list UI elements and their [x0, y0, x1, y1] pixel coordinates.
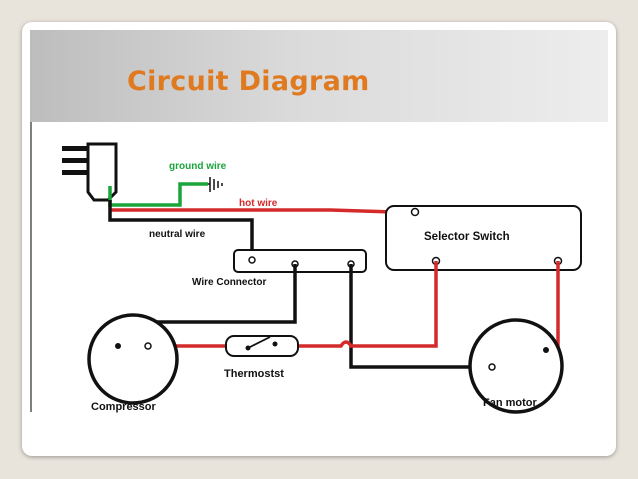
fan-motor — [468, 318, 564, 414]
neutral-wire-label: neutral wire — [149, 229, 206, 240]
hot-wire — [110, 208, 415, 214]
slide: Circuit Diagram — [22, 22, 616, 456]
compressor-label: Compressor — [91, 401, 157, 413]
fan-motor-label: Fan motor — [483, 397, 537, 409]
ground-wire — [108, 182, 208, 207]
selector-switch-label: Selector Switch — [424, 231, 510, 243]
wire-connector — [233, 249, 367, 273]
selector-switch — [385, 205, 582, 271]
slide-title: Circuit Diagram — [127, 66, 370, 97]
wire-connector-label: Wire Connector — [192, 277, 266, 288]
fan-motor-neutral-wire — [349, 264, 492, 369]
compressor — [87, 313, 179, 405]
neutral-wire — [108, 200, 254, 260]
circuit-diagram: ground wire hot wire neutral wire Wire C… — [30, 122, 608, 434]
thermostat-to-switch-wire — [298, 261, 438, 348]
ground-wire-label: ground wire — [169, 161, 227, 172]
ground-symbol — [208, 177, 223, 192]
thermostat — [225, 335, 299, 357]
title-bar: Circuit Diagram — [30, 30, 608, 122]
thermostat-label: Thermostst — [224, 368, 284, 380]
hot-wire-label: hot wire — [239, 198, 278, 209]
